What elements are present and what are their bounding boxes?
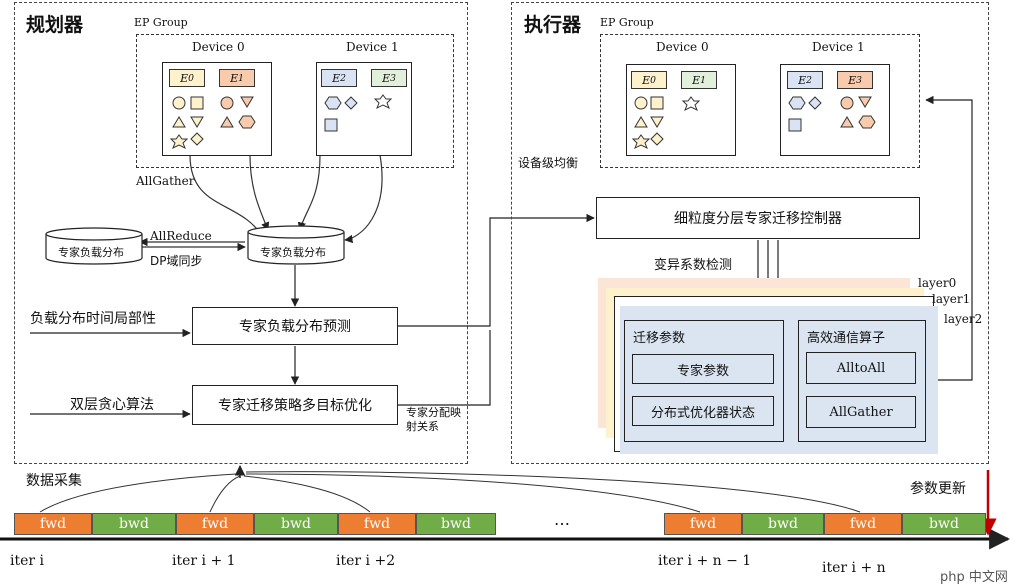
layer0-label: layer0 [918,276,957,290]
load-dist-left-label: 专家负载分布 [58,246,124,259]
layer2-label: layer2 [944,312,983,326]
iter-label: iter i + 1 [172,553,236,569]
expert-params-box: 专家参数 [632,354,774,384]
optimizer-state-label: 分布式优化器状态 [650,405,755,421]
executor-allgather-label: AllGather [829,404,893,420]
data-collect-label: 数据采集 [26,473,82,489]
executor-ep-group [600,34,920,168]
iter-label: iter i [10,553,45,569]
input-locality-label: 负载分布时间局部性 [30,311,156,327]
expert-params-label: 专家参数 [676,363,729,379]
executor-allgather-box: AllGather [806,396,916,428]
iter-label: iter i +2 [336,553,396,569]
optimize-label: 专家迁移策略多目标优化 [218,398,372,414]
planner-device0-label: Device 0 [192,40,245,54]
optimize-box: 专家迁移策略多目标优化 [192,385,398,425]
executor-title: 执行器 [524,14,582,36]
controller-label: 细粒度分层专家迁移控制器 [674,211,842,227]
planner-d1-shapes [324,94,393,132]
iter-label: iter i + n [822,560,886,576]
bwd-segment: bwd [254,513,338,535]
executor-d1-shapes [788,96,876,132]
executor-panel [511,2,989,464]
fwd-segment: fwd [824,513,902,535]
fwd-segment: fwd [664,513,742,535]
fwd-segment: fwd [338,513,416,535]
planner-device1-label: Device 1 [346,40,399,54]
load-dist-left-cylinder [45,227,143,265]
load-dist-main-label: 专家负载分布 [260,246,326,259]
bwd-segment: bwd [92,513,176,535]
watermark: php 中文网 [940,570,1008,585]
migration-params-label: 迁移参数 [633,331,686,346]
timeline-ellipsis: … [554,510,570,529]
input-greedy-label: 双层贪心算法 [70,397,154,413]
executor-d0-shapes [631,96,701,150]
bwd-segment: bwd [742,513,824,535]
planner-title: 规划器 [26,14,84,36]
bwd-segment: bwd [416,513,496,535]
predict-label: 专家负载分布预测 [239,319,351,335]
allreduce-label: AllReduce [150,229,212,243]
optimizer-state-box: 分布式优化器状态 [632,396,774,426]
planner-panel [14,2,468,464]
comm-ops-label: 高效通信算子 [807,331,886,346]
fwd-segment: fwd [176,513,254,535]
load-dist-main-cylinder [247,225,345,265]
dp-sync-label: DP域同步 [150,254,203,268]
cv-detect-label: 变异系数检测 [654,258,733,273]
mapping-label: 专家分配映射关系 [406,406,461,433]
controller-box: 细粒度分层专家迁移控制器 [596,197,920,239]
allgather-label: AllGather [136,174,195,188]
predict-box: 专家负载分布预测 [192,307,398,345]
balance-label: 设备级均衡 [518,156,579,170]
alltoall-label: AlltoAll [836,360,886,376]
executor-device0-label: Device 0 [656,40,709,54]
layer1-label: layer1 [932,292,971,306]
planner-ep-group-label: EP Group [134,16,188,29]
param-update-label: 参数更新 [910,481,966,497]
planner-ep-group [136,34,454,168]
bwd-segment: bwd [902,513,986,535]
executor-device1-label: Device 1 [812,40,865,54]
iter-label: iter i + n − 1 [658,553,752,569]
fwd-segment: fwd [14,513,92,535]
alltoall-box: AlltoAll [806,352,916,384]
planner-d0-shapes [169,96,256,150]
executor-ep-group-label: EP Group [600,16,654,29]
